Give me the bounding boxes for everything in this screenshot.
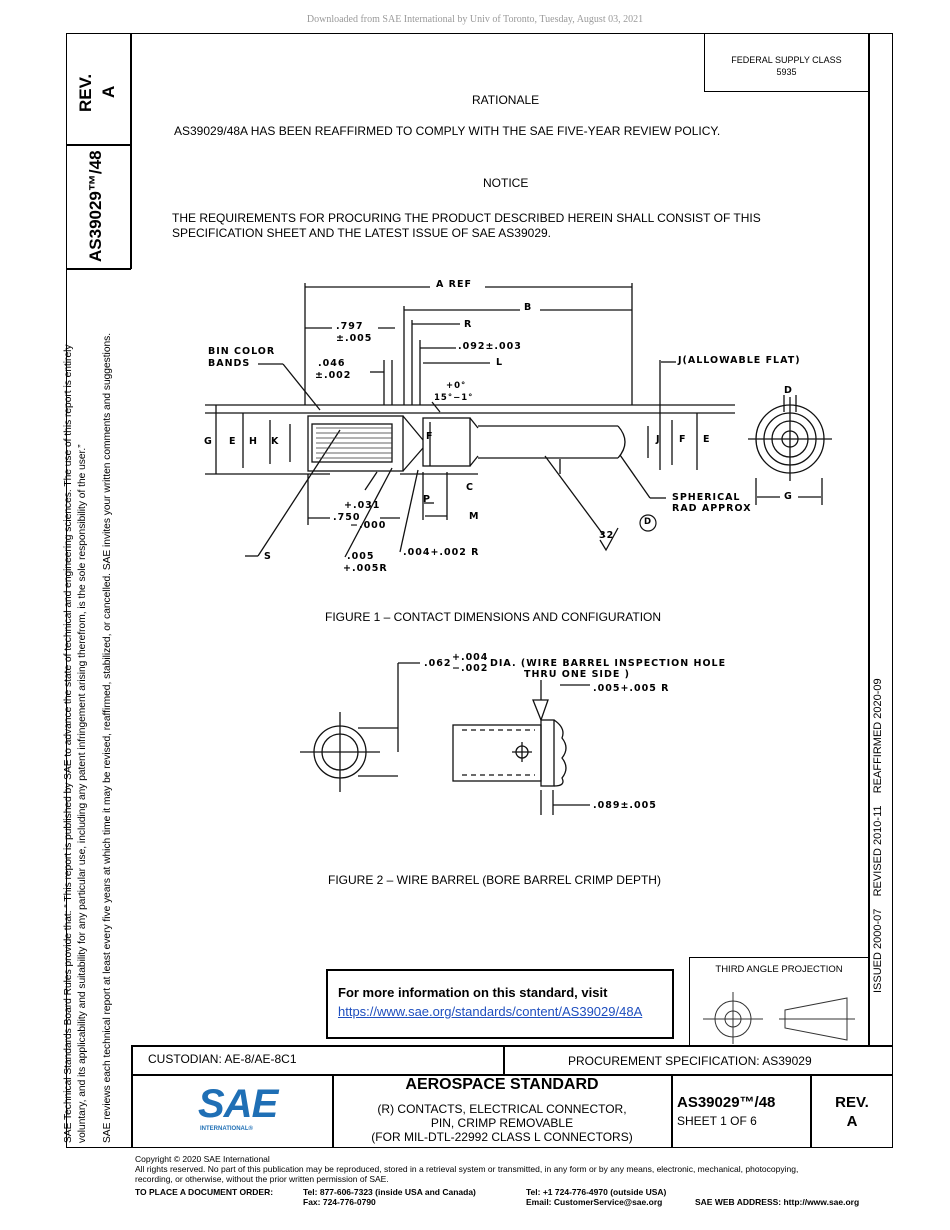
fig2-089: .089±.005 bbox=[593, 800, 657, 811]
sae-logo: SAE bbox=[198, 1082, 278, 1126]
notice-line2: SPECIFICATION SHEET AND THE LATEST ISSUE… bbox=[172, 226, 552, 240]
fig1-c: C bbox=[466, 482, 474, 493]
more-info-link[interactable]: https://www.sae.org/standards/content/AS… bbox=[338, 1004, 643, 1019]
federal-supply-box bbox=[704, 33, 869, 92]
title-line3: (FOR MIL-DTL-22992 CLASS L CONNECTORS) bbox=[371, 1130, 633, 1144]
fig1-j-flat: J(ALLOWABLE FLAT) bbox=[678, 355, 801, 366]
doc-number: AS39029™/48 bbox=[677, 1094, 776, 1111]
footer-email[interactable]: Email: CustomerService@sae.org bbox=[526, 1197, 663, 1207]
more-info-box bbox=[326, 969, 674, 1039]
fig1-l: L bbox=[496, 357, 504, 368]
fig1-797: .797 bbox=[336, 321, 364, 332]
fig1-finish: 32 bbox=[599, 530, 615, 541]
fig2-minus002: −.002 bbox=[452, 663, 489, 674]
rationale-heading: RATIONALE bbox=[472, 93, 540, 107]
fig2-dia-2: THRU ONE SIDE ) bbox=[524, 669, 630, 680]
bottom-block-left-rule bbox=[131, 1045, 133, 1148]
fig1-092: .092±.003 bbox=[458, 341, 522, 352]
fig1-r: R bbox=[464, 319, 473, 330]
fig1-a-ref: A REF bbox=[436, 279, 472, 290]
figure2-caption: FIGURE 2 – WIRE BARREL (BORE BARREL CRIM… bbox=[328, 873, 661, 887]
fig1-005: .005 bbox=[347, 551, 375, 562]
footer-web[interactable]: SAE WEB ADDRESS: http://www.sae.org bbox=[695, 1197, 860, 1207]
fig1-j-right: J bbox=[656, 434, 661, 445]
footer-tel-us: Tel: 877-606-7323 (inside USA and Canada… bbox=[303, 1187, 476, 1197]
notice-heading: NOTICE bbox=[483, 176, 529, 190]
page-frame bbox=[66, 33, 893, 1148]
aerospace-standard: AEROSPACE STANDARD bbox=[405, 1076, 599, 1093]
doc-divider bbox=[671, 1074, 673, 1148]
projection-symbol bbox=[703, 992, 855, 1044]
procurement-spec: PROCUREMENT SPECIFICATION: AS39029 bbox=[568, 1054, 812, 1068]
download-notice: Downloaded from SAE International by Uni… bbox=[306, 14, 644, 25]
figure1-drawing bbox=[205, 283, 832, 558]
footer-copyright: Copyright © 2020 SAE International bbox=[135, 1154, 270, 1164]
footer-rights-1: All rights reserved. No part of this pub… bbox=[135, 1164, 799, 1174]
fig1-spherical-1: SPHERICAL bbox=[672, 492, 741, 503]
notice-line1: THE REQUIREMENTS FOR PROCURING THE PRODU… bbox=[172, 211, 761, 225]
fig1-750: .750 bbox=[333, 512, 361, 523]
fig1-plus031: +.031 bbox=[344, 500, 381, 511]
rev-tab-divider bbox=[66, 144, 131, 146]
projection-label: THIRD ANGLE PROJECTION bbox=[715, 964, 843, 975]
fig1-bin-color-1: BIN COLOR bbox=[208, 346, 276, 357]
figure1-caption: FIGURE 1 – CONTACT DIMENSIONS AND CONFIG… bbox=[325, 610, 662, 624]
rationale-text: AS39029/48A HAS BEEN REAFFIRMED TO COMPL… bbox=[174, 124, 721, 138]
fig1-m: M bbox=[469, 511, 480, 522]
sae-logo-sub: INTERNATIONAL® bbox=[200, 1126, 253, 1132]
title-line2: PIN, CRIMP REMOVABLE bbox=[430, 1116, 574, 1130]
fig1-circle-d: D bbox=[644, 517, 653, 527]
sheet-number: SHEET 1 OF 6 bbox=[677, 1114, 757, 1128]
fig1-bin-color-2: BANDS bbox=[208, 358, 251, 369]
footer-tel-out: Tel: +1 724-776-4970 (outside USA) bbox=[526, 1187, 667, 1197]
fig2-062: .062 bbox=[424, 658, 452, 669]
fig1-g: G bbox=[204, 436, 213, 447]
fig1-k: K bbox=[271, 436, 280, 447]
fig1-b: B bbox=[524, 302, 533, 313]
title-block-rule bbox=[131, 1074, 893, 1076]
federal-supply-line1: FEDERAL SUPPLY CLASS bbox=[731, 55, 842, 65]
figure2-drawing bbox=[300, 662, 590, 815]
logo-divider bbox=[332, 1074, 334, 1148]
fig1-s: S bbox=[264, 551, 272, 562]
fig1-005r: +.005R bbox=[343, 563, 388, 574]
fig1-g-end: G bbox=[784, 491, 793, 502]
fig1-spherical-2: RAD APPROX bbox=[672, 503, 752, 514]
fig1-d: D bbox=[784, 385, 793, 396]
fig1-f-right: F bbox=[679, 434, 687, 445]
footer-fax: Fax: 724-776-0790 bbox=[303, 1197, 376, 1207]
projection-box bbox=[689, 957, 869, 1045]
custodian: CUSTODIAN: AE-8/AE-8C1 bbox=[148, 1052, 297, 1066]
fig1-angle-2: 15°−1° bbox=[434, 393, 474, 403]
fig2-005r: .005+.005 R bbox=[593, 683, 670, 694]
fig1-h: H bbox=[249, 436, 258, 447]
federal-supply-line2: 5935 bbox=[776, 67, 797, 77]
right-column-divider bbox=[868, 33, 870, 1045]
more-info-text: For more information on this standard, v… bbox=[338, 985, 608, 1000]
fig1-e-right: E bbox=[703, 434, 711, 445]
fig2-plus004: +.004 bbox=[452, 652, 489, 663]
title-line1: (R) CONTACTS, ELECTRICAL CONNECTOR, bbox=[377, 1102, 627, 1116]
fig1-046: .046 bbox=[318, 358, 346, 369]
left-column-divider bbox=[130, 33, 132, 269]
footer-rights-2: recording, or otherwise, without the pri… bbox=[135, 1174, 389, 1184]
doc-tab-bottom bbox=[66, 268, 131, 270]
fig1-797-tol: ±.005 bbox=[336, 333, 373, 344]
rev-label: REV. bbox=[835, 1094, 869, 1111]
fig1-046-tol: ±.002 bbox=[315, 370, 352, 381]
fig1-p: P bbox=[423, 494, 431, 505]
fig1-004: .004+.002 R bbox=[403, 547, 480, 558]
fig1-f: F bbox=[426, 431, 434, 442]
fig1-e: E bbox=[229, 436, 237, 447]
fig1-minus000: −.000 bbox=[350, 520, 387, 531]
fig1-angle-1: +0° bbox=[446, 381, 467, 391]
fig2-dia-1: DIA. (WIRE BARREL INSPECTION HOLE bbox=[490, 658, 727, 669]
bottom-block-top-rule bbox=[131, 1045, 893, 1047]
footer-order: TO PLACE A DOCUMENT ORDER: bbox=[135, 1187, 274, 1197]
rev-divider bbox=[810, 1074, 812, 1148]
rev-value: A bbox=[846, 1113, 858, 1130]
custodian-divider bbox=[503, 1045, 505, 1075]
